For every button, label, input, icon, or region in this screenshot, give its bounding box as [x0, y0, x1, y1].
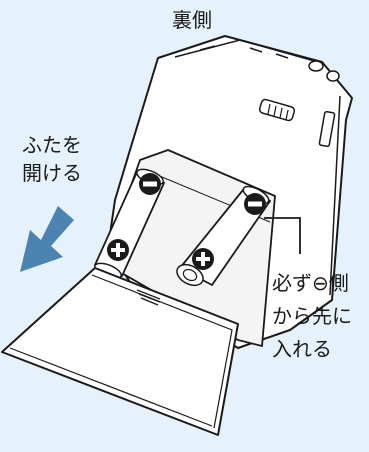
battery-left — [94, 168, 165, 280]
plus-terminal-icon — [192, 248, 214, 270]
plus-terminal-icon — [107, 239, 129, 261]
lid-grip — [136, 289, 161, 306]
knob — [326, 70, 340, 82]
device-top-ridge — [174, 39, 319, 63]
open-lid-label: ふたを 開ける — [22, 131, 82, 187]
battery-right — [176, 185, 271, 287]
callout-line — [264, 217, 301, 254]
minus-terminal-icon — [139, 173, 161, 195]
diagram-title: 裏側 — [172, 8, 212, 32]
hold-switch — [258, 98, 296, 122]
insert-note-line: から先に — [272, 304, 352, 328]
open-lid-line: ふたを — [22, 133, 82, 157]
side-switch — [318, 110, 336, 148]
knob — [308, 60, 324, 72]
insert-note-line: 入れる — [272, 337, 332, 361]
minus-terminal-icon — [244, 193, 266, 215]
open-arrow-icon — [20, 206, 74, 272]
insert-note: 必ず⊖側 から先に 入れる — [272, 267, 352, 366]
insert-note-line: 必ず⊖側 — [272, 271, 349, 295]
open-lid-line: 開ける — [22, 161, 82, 185]
